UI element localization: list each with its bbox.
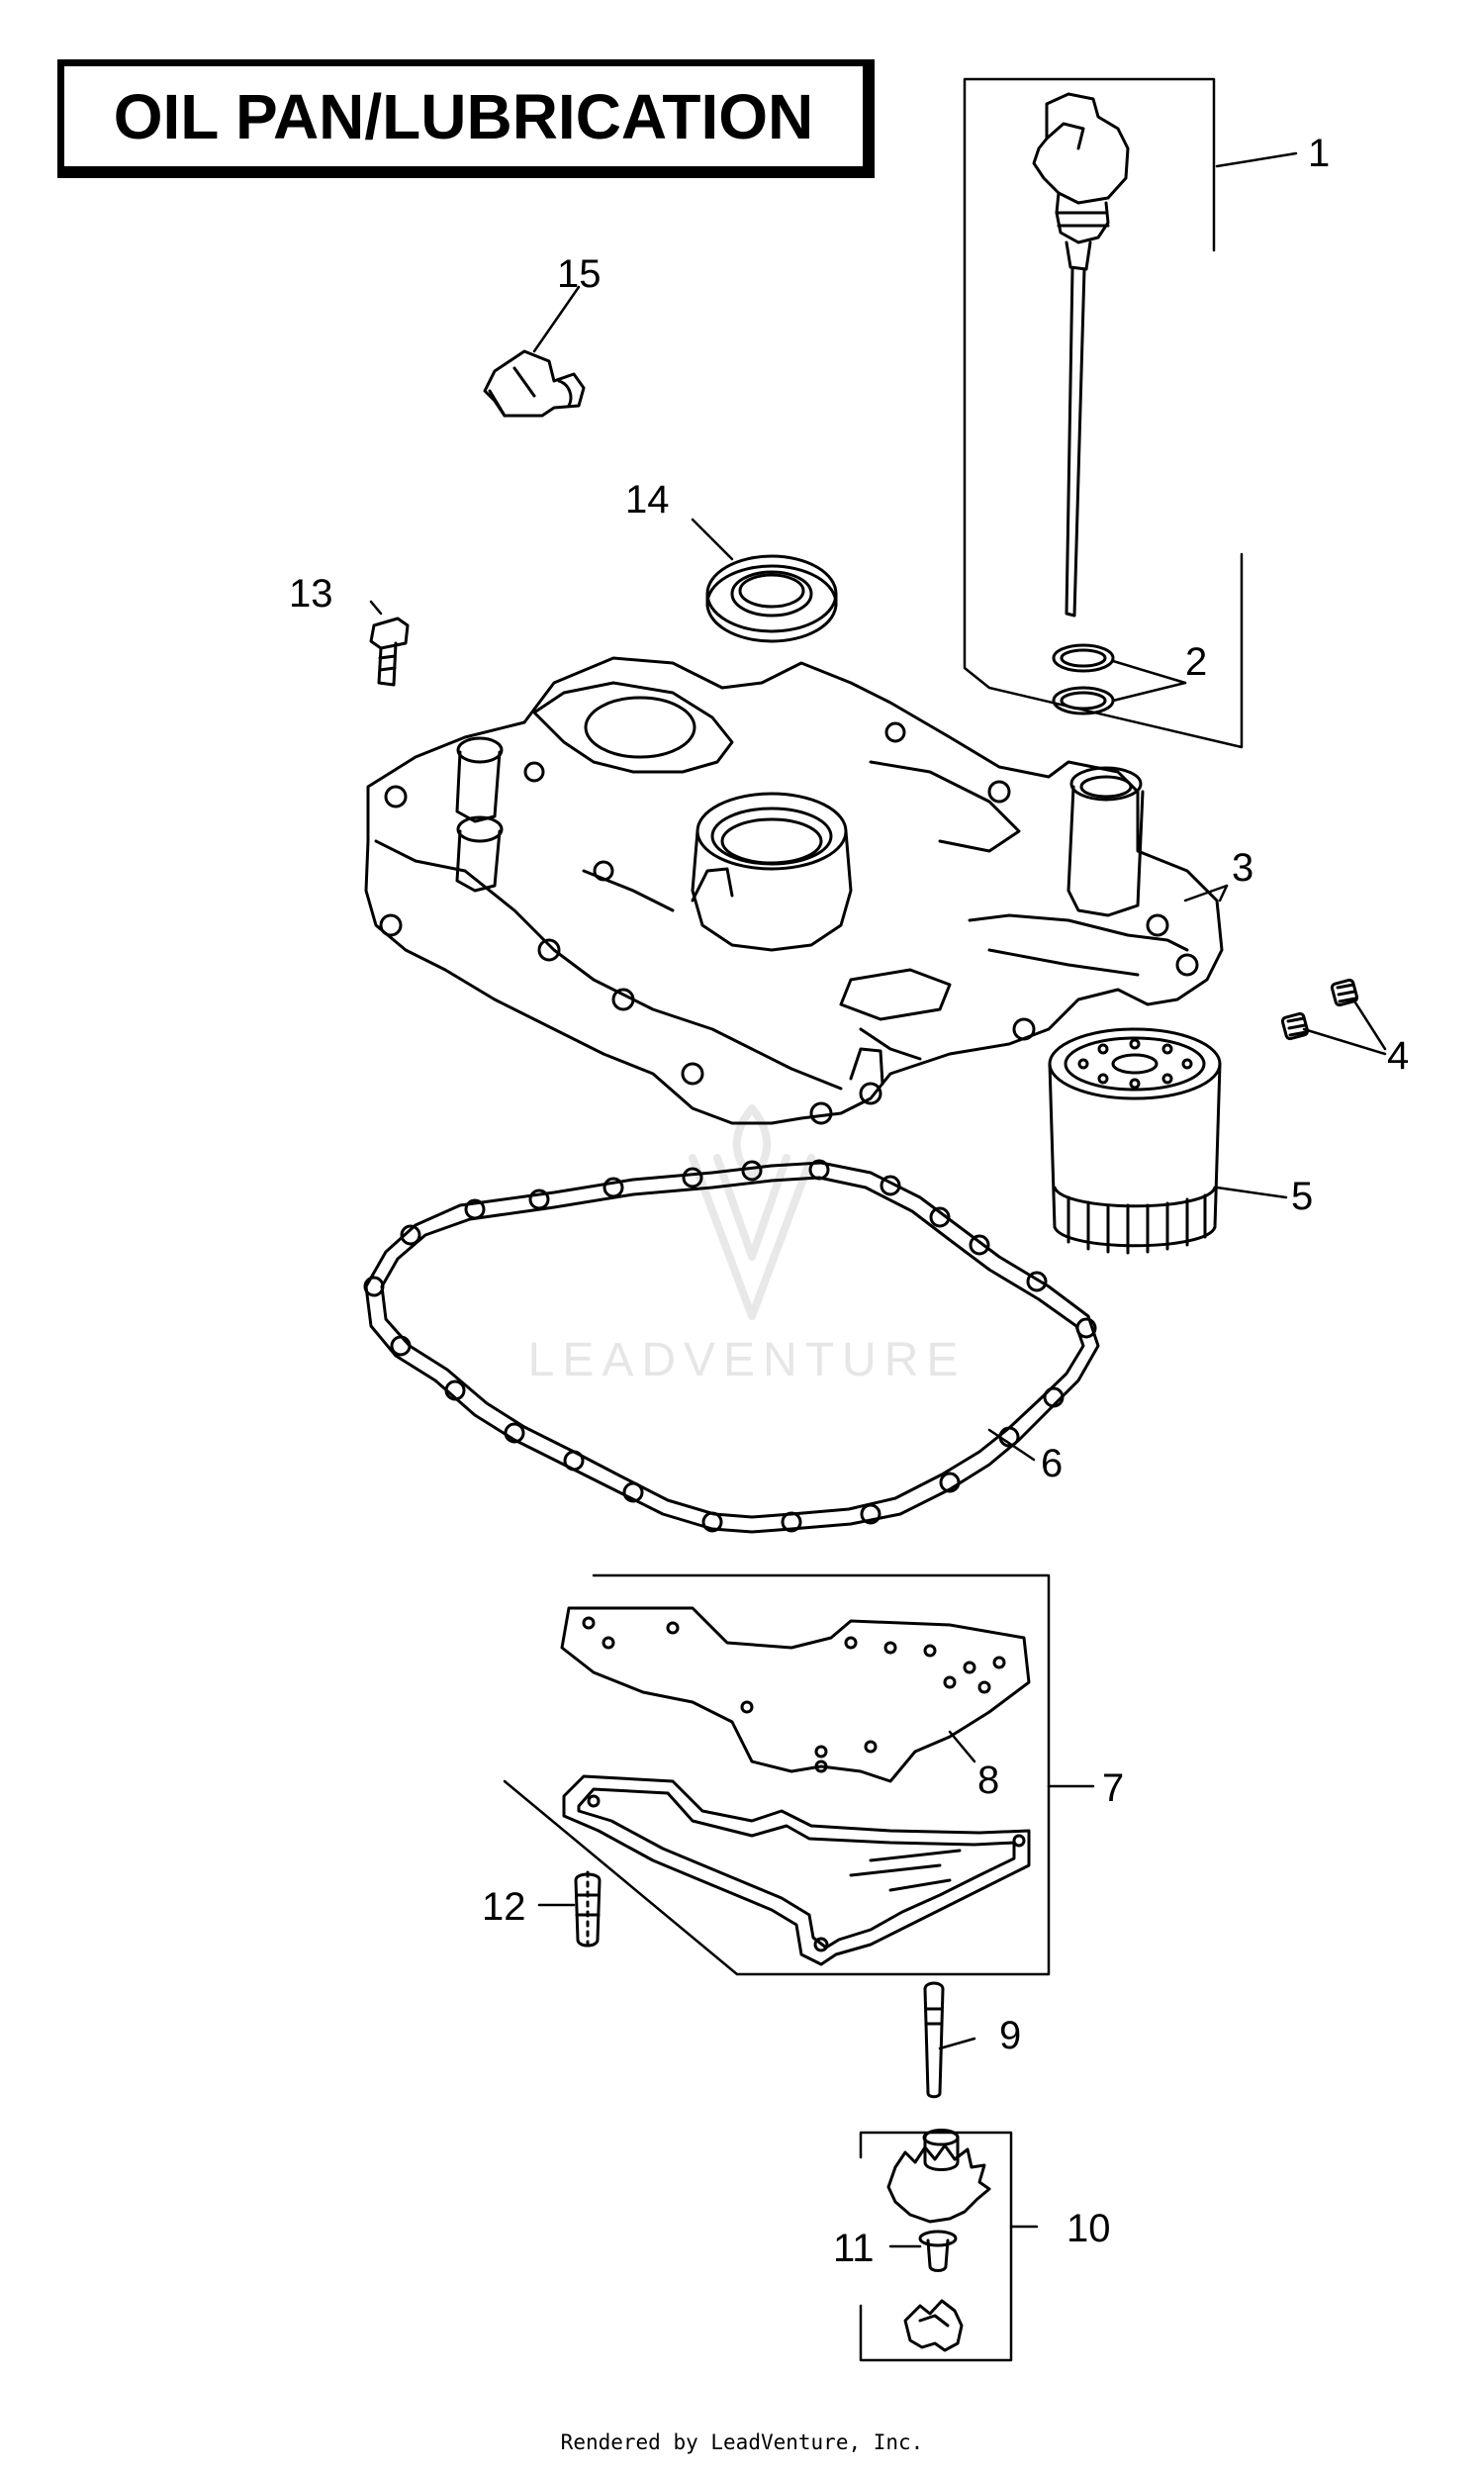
- baffle-plate-part: [562, 1774, 1031, 1966]
- bolt-part: [369, 617, 410, 687]
- callout-3: 3: [1232, 846, 1253, 890]
- watermark-text: LEADVENTURE: [527, 1334, 967, 1386]
- oil-pan-part: [364, 656, 1224, 1125]
- footer-credit: Rendered by LeadVenture, Inc.: [560, 2430, 924, 2454]
- callout-10: 10: [1067, 2207, 1111, 2250]
- gasket-plate-part: [560, 1606, 1031, 1783]
- callout-5: 5: [1291, 1175, 1313, 1218]
- oil-filter-part: [1048, 1027, 1222, 1255]
- plug-part: [1280, 978, 1359, 1041]
- o-ring-part: [1052, 643, 1115, 715]
- pump-gear-part: [886, 2129, 991, 2224]
- dipstick-part: [1032, 92, 1130, 618]
- callout-1: 1: [1308, 132, 1330, 175]
- callout-12: 12: [482, 1885, 526, 1929]
- title-box: OIL PAN/LUBRICATION: [57, 59, 875, 178]
- gasket-part: [363, 1159, 1100, 1534]
- callout-labels: 1 2 3 4 5 6 7 8 9 10 11 12 13 14 15: [289, 132, 1409, 2270]
- shaft-part: [923, 1981, 945, 2099]
- elbow-fitting-part: [483, 349, 586, 418]
- callout-11: 11: [833, 2227, 875, 2270]
- callout-7: 7: [1102, 1766, 1124, 1810]
- page-title: OIL PAN/LUBRICATION: [113, 80, 814, 152]
- pump-pin-part: [918, 2230, 958, 2272]
- leader-lines: [369, 151, 1387, 2248]
- dipstick-bracket: [963, 77, 1244, 749]
- pump-rotor-part: [903, 2299, 964, 2352]
- callout-2: 2: [1185, 640, 1207, 684]
- dowel-pin-part: [574, 1870, 602, 1948]
- callout-13: 13: [289, 572, 333, 616]
- oil-seal-part: [705, 554, 838, 643]
- callout-9: 9: [999, 2014, 1021, 2057]
- callout-4: 4: [1387, 1034, 1409, 1078]
- watermark-logo: [689, 1104, 815, 1320]
- plate-group-bracket: [503, 1573, 1051, 1976]
- pump-group-bracket: [859, 2131, 1013, 2362]
- callout-6: 6: [1041, 1442, 1063, 1485]
- callout-14: 14: [625, 478, 670, 522]
- callout-15: 15: [557, 252, 602, 296]
- callout-8: 8: [977, 1759, 999, 1802]
